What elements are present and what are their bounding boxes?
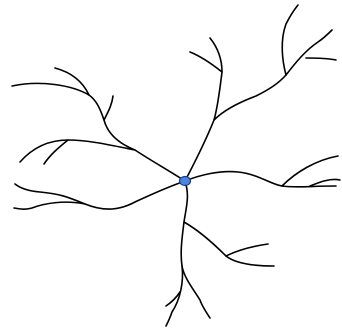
- dendrite-upper-right-twig-c: [282, 5, 298, 75]
- dendrite-right-twig-b: [310, 179, 340, 186]
- dendrite-left-twig: [14, 202, 85, 209]
- dendrite-right-twig-a: [282, 156, 338, 186]
- dendrite-upper-right-twig-d: [286, 30, 332, 75]
- dendrite-upper-left-twig-low: [20, 140, 135, 162]
- dendrite-upper-left-trunk: [12, 83, 185, 181]
- dendrite-upper-right-twig-b: [214, 75, 286, 120]
- soma-node: [180, 177, 191, 186]
- dendrite-down-twig-c: [166, 266, 183, 326]
- dendrite-right: [185, 156, 340, 187]
- dendrite-left: [14, 181, 185, 209]
- dendrite-upper-left: [12, 68, 185, 181]
- dendrite-branches: [12, 5, 340, 326]
- dendrite-down-twig-b: [226, 244, 268, 256]
- dendrite-upper-left-twig-mid: [104, 96, 113, 120]
- dendrite-upper-right-twig-e: [306, 58, 336, 60]
- dendrite-upper-right: [185, 5, 336, 181]
- dendrite-down: [166, 181, 274, 326]
- dendrite-down-twig-a: [184, 222, 274, 266]
- dendrite-down-trunk: [181, 181, 210, 318]
- dendrite-upper-left-twig-top: [55, 68, 89, 95]
- dendrite-upper-right-twig-a: [190, 52, 222, 72]
